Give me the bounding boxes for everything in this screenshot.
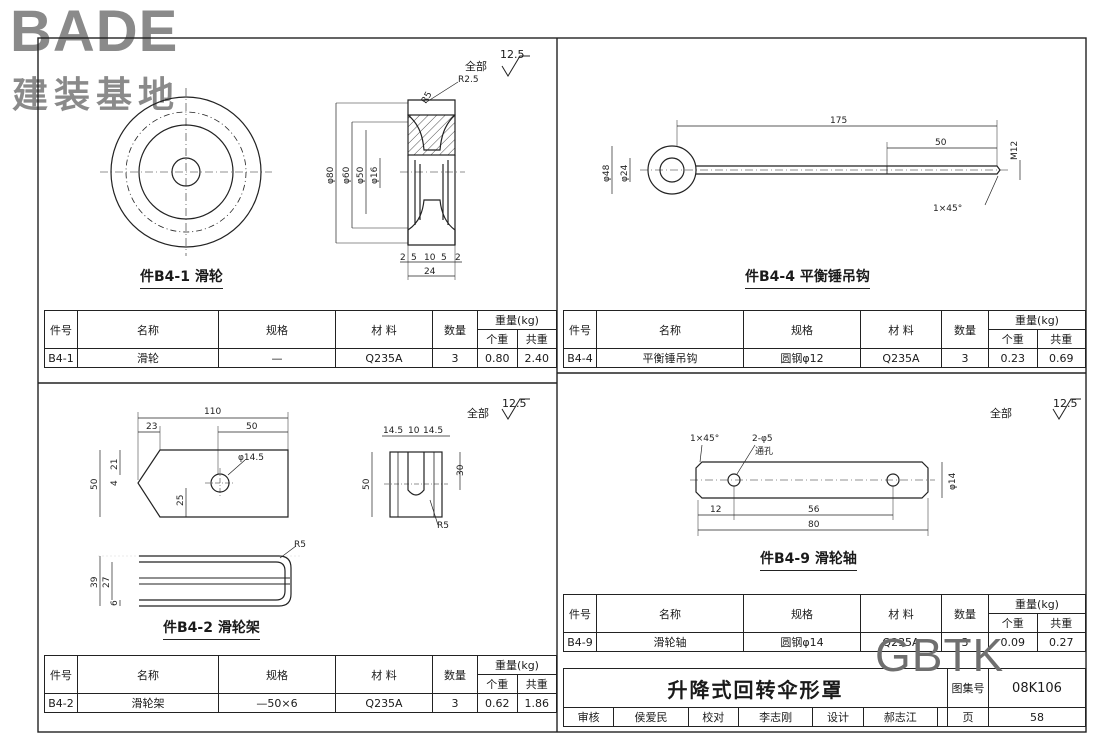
dim-h50b: 50 (362, 478, 372, 490)
page-label: 页 (947, 707, 989, 727)
dim-r5b: R5 (294, 540, 306, 550)
page-number: 58 (988, 707, 1086, 727)
review-label: 审核 (562, 707, 615, 727)
sheet-border (37, 37, 1087, 733)
hook-drawing (611, 120, 1021, 206)
dim-t10: 10 (408, 426, 420, 436)
dim-holes: 2-φ5 (752, 434, 773, 444)
dim-d60: φ60 (342, 166, 352, 184)
dim-l12: 12 (710, 505, 721, 515)
dim-w24: 24 (424, 267, 436, 277)
atlas-label: 图集号 (947, 668, 989, 708)
caption-b42: 件B4-2 滑轮架 (163, 617, 260, 640)
dim-hole: φ14.5 (238, 453, 264, 463)
dim-w5b: 5 (441, 253, 447, 263)
dim-chamfer: 1×45° (933, 204, 962, 214)
dim-w5a: 5 (411, 253, 417, 263)
dim-chamfer: 1×45° (690, 434, 719, 444)
dim-d16: φ16 (370, 166, 380, 184)
dim-t145a: 14.5 (383, 426, 403, 436)
dim-w2a: 2 (400, 253, 406, 263)
dim-d80: φ80 (326, 166, 336, 184)
dim-d48: φ48 (602, 164, 612, 182)
pulley-front-view (100, 88, 272, 256)
caption-b49: 件B4-9 滑轮轴 (760, 548, 857, 571)
b44-dimension-texts: 175 50 M12 φ48 φ24 1×45° (602, 116, 1020, 214)
dim-t145b: 14.5 (423, 426, 443, 436)
b42-dimension-texts: 110 23 50 φ14.5 50 21 4 25 14.5 10 14.5 … (90, 407, 466, 606)
atlas-number: 08K106 (988, 668, 1086, 708)
dim-l23: 23 (146, 422, 157, 432)
reviewer: 侯爱民 (613, 707, 689, 727)
dim-l56: 56 (808, 505, 820, 515)
title-block: 升降式回转伞形罩 图集号 08K106 审核 侯爱民 校对 李志刚 设计 郝志江… (562, 668, 1086, 727)
dim-r5: R5 (420, 90, 435, 105)
bracket-drawing (98, 412, 461, 607)
logo-chinese: 建装基地 (12, 75, 181, 116)
pulley-section-view (335, 81, 465, 280)
finish-label-b42: 全部 (467, 407, 489, 420)
dim-d24: φ24 (620, 164, 630, 182)
dim-h21: 21 (110, 459, 120, 470)
design-label: 设计 (812, 707, 864, 727)
finish-value-b49: 12.5 (1053, 397, 1078, 410)
dim-l50: 50 (246, 422, 258, 432)
axle-drawing (690, 444, 943, 536)
dim-d14: φ14 (948, 472, 958, 490)
finish-label-b41: 全部 (465, 60, 487, 73)
dim-h4: 4 (110, 480, 120, 486)
dim-l50: 50 (935, 138, 947, 148)
dim-l80: 80 (808, 520, 820, 530)
dim-l175: 175 (830, 116, 847, 126)
dim-r5: R5 (437, 521, 449, 531)
dim-holes-note: 通孔 (755, 446, 773, 457)
finish-value-b42: 12.5 (502, 397, 527, 410)
dim-w10: 10 (424, 253, 436, 263)
b49-dimension-texts: 1×45° 2-φ5 通孔 φ14 12 56 80 (690, 434, 958, 530)
b41-dimension-texts: R2.5 R5 φ80 φ60 φ50 φ16 2 5 10 5 2 24 (326, 75, 479, 277)
dim-h27: 27 (102, 577, 112, 588)
dim-h6: 6 (110, 600, 120, 606)
finish-label-b49: 全部 (990, 407, 1012, 420)
dim-h25: 25 (176, 495, 186, 506)
dim-l110: 110 (204, 407, 221, 417)
finish-value-b41: 12.5 (500, 48, 525, 61)
dim-h50: 50 (90, 478, 100, 490)
designer: 郝志江 (862, 707, 938, 727)
caption-b44: 件B4-4 平衡锤吊钩 (745, 266, 870, 289)
dim-h39: 39 (90, 576, 100, 588)
dim-h30: 30 (456, 464, 466, 476)
checker: 李志刚 (737, 707, 814, 727)
check-label: 校对 (687, 707, 739, 727)
dim-r25: R2.5 (458, 75, 479, 85)
dim-m12: M12 (1010, 141, 1020, 160)
caption-b41: 件B4-1 滑轮 (140, 266, 223, 289)
dim-d50: φ50 (356, 166, 366, 184)
watermark: GBTK (875, 629, 1005, 681)
dim-w2b: 2 (455, 253, 461, 263)
